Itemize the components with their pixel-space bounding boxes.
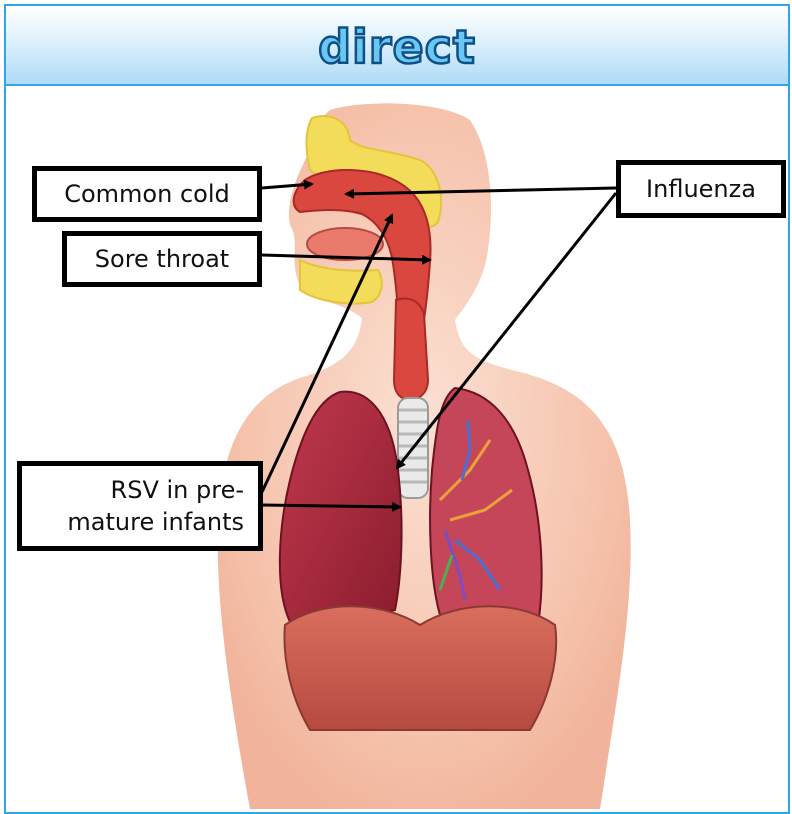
label-rsv: RSV in pre- mature infants <box>17 461 263 551</box>
diaphragm <box>284 606 556 730</box>
label-common-cold-text: Common cold <box>64 180 230 208</box>
label-sore-throat: Sore throat <box>62 231 262 287</box>
arrow-rsv-lung <box>262 505 400 507</box>
label-rsv-text: RSV in pre- mature infants <box>67 474 244 538</box>
larynx <box>394 299 428 400</box>
label-common-cold: Common cold <box>32 166 262 222</box>
label-influenza-text: Influenza <box>646 175 756 203</box>
label-influenza: Influenza <box>616 160 786 218</box>
label-sore-throat-text: Sore throat <box>95 245 229 273</box>
